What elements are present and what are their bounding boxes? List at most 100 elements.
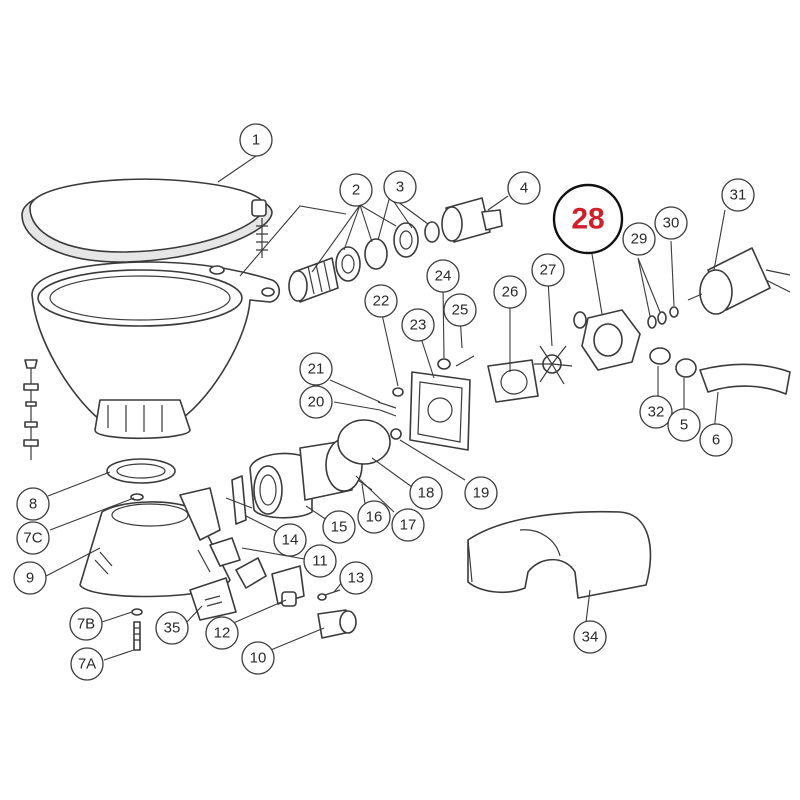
part-washer-19b bbox=[390, 428, 402, 440]
svg-text:6: 6 bbox=[712, 432, 720, 449]
part-fitting-4 bbox=[441, 197, 503, 243]
callout-24: 24 bbox=[426, 259, 460, 293]
callout-13: 13 bbox=[339, 561, 373, 595]
callout-15: 15 bbox=[322, 510, 356, 544]
part-washer-30 bbox=[669, 306, 679, 318]
part-cap-10 bbox=[317, 609, 357, 639]
callout-2: 2 bbox=[339, 173, 373, 207]
callout-6: 6 bbox=[699, 423, 733, 457]
svg-text:29: 29 bbox=[631, 231, 648, 248]
part-impeller-27 bbox=[534, 345, 573, 385]
svg-text:4: 4 bbox=[520, 180, 528, 197]
callout-11: 11 bbox=[303, 544, 337, 578]
callout-1: 1 bbox=[239, 123, 273, 157]
svg-text:34: 34 bbox=[582, 629, 599, 646]
callout-35: 35 bbox=[155, 611, 189, 645]
callout-21: 21 bbox=[299, 352, 333, 386]
part-clamp-5 bbox=[675, 358, 697, 378]
svg-text:3: 3 bbox=[396, 179, 404, 196]
part-screws-20-21 bbox=[377, 401, 397, 417]
svg-text:26: 26 bbox=[502, 284, 519, 301]
part-housing-15 bbox=[249, 438, 363, 519]
svg-text:7B: 7B bbox=[77, 616, 95, 633]
part-gasket-19 bbox=[337, 419, 391, 465]
callout-30: 30 bbox=[654, 206, 688, 240]
callout-16: 16 bbox=[357, 500, 391, 534]
part-fittings-2-3 bbox=[288, 221, 440, 303]
part-motor-31 bbox=[687, 247, 791, 315]
leader-lines bbox=[45, 155, 726, 661]
part-washer-29a bbox=[647, 315, 657, 329]
svg-text:7C: 7C bbox=[23, 530, 42, 547]
svg-text:28: 28 bbox=[571, 203, 604, 236]
callout-20: 20 bbox=[299, 385, 333, 419]
callout-31: 31 bbox=[721, 178, 755, 212]
svg-text:17: 17 bbox=[400, 517, 417, 534]
callout-12: 12 bbox=[205, 616, 239, 650]
callout-32: 32 bbox=[639, 395, 673, 429]
part-lid bbox=[21, 178, 273, 263]
part-washer-22 bbox=[392, 387, 404, 397]
svg-text:35: 35 bbox=[164, 620, 181, 637]
part-gasket-8 bbox=[106, 458, 176, 484]
part-plate-23 bbox=[409, 371, 471, 451]
part-washer-7c bbox=[130, 493, 144, 501]
part-bowl bbox=[31, 261, 281, 440]
part-cover-34 bbox=[467, 510, 652, 599]
svg-text:12: 12 bbox=[214, 625, 231, 642]
callout-7c: 7C bbox=[16, 521, 50, 555]
part-valve-14 bbox=[179, 475, 253, 541]
svg-text:22: 22 bbox=[373, 293, 390, 310]
callout-23: 23 bbox=[401, 308, 435, 342]
svg-text:20: 20 bbox=[308, 394, 325, 411]
svg-text:18: 18 bbox=[418, 485, 435, 502]
svg-text:11: 11 bbox=[312, 553, 328, 570]
callout-7a: 7A bbox=[70, 647, 104, 681]
part-coupling-32 bbox=[649, 347, 671, 365]
callout-10: 10 bbox=[241, 641, 275, 675]
callout-29: 29 bbox=[622, 222, 656, 256]
callout-5: 5 bbox=[667, 408, 701, 442]
callout-9: 9 bbox=[13, 561, 47, 595]
svg-text:13: 13 bbox=[348, 570, 365, 587]
callout-4: 4 bbox=[507, 171, 541, 205]
svg-text:32: 32 bbox=[648, 404, 665, 421]
part-oring-24 bbox=[437, 358, 451, 370]
callout-22: 22 bbox=[364, 284, 398, 318]
part-washer-29b bbox=[657, 311, 667, 325]
svg-text:21: 21 bbox=[308, 361, 325, 378]
callout-8: 8 bbox=[16, 487, 50, 521]
svg-text:27: 27 bbox=[540, 262, 557, 279]
part-screw-7a bbox=[133, 621, 141, 651]
callout-17: 17 bbox=[391, 508, 425, 542]
svg-text:19: 19 bbox=[473, 485, 490, 502]
svg-text:31: 31 bbox=[730, 187, 747, 204]
part-gasket-26 bbox=[487, 359, 539, 403]
callout-19: 19 bbox=[464, 476, 498, 510]
svg-text:30: 30 bbox=[663, 215, 680, 232]
part-washer-7b bbox=[131, 608, 143, 616]
svg-text:25: 25 bbox=[452, 302, 469, 319]
svg-text:15: 15 bbox=[331, 519, 348, 536]
svg-text:7A: 7A bbox=[78, 656, 96, 673]
callout-14: 14 bbox=[273, 523, 307, 557]
svg-text:23: 23 bbox=[410, 317, 427, 334]
svg-text:1: 1 bbox=[252, 132, 260, 149]
svg-text:16: 16 bbox=[366, 509, 383, 526]
part-elbow-11 bbox=[209, 537, 241, 567]
callout-7b: 7B bbox=[69, 607, 103, 641]
part-bolt-stack bbox=[23, 359, 39, 460]
part-pump-body-28 bbox=[573, 309, 641, 371]
callout-25: 25 bbox=[443, 293, 477, 327]
svg-text:5: 5 bbox=[680, 417, 688, 434]
callout-26: 26 bbox=[493, 275, 527, 309]
svg-text:8: 8 bbox=[29, 496, 37, 513]
part-hose-6 bbox=[699, 363, 791, 395]
svg-text:9: 9 bbox=[26, 570, 34, 587]
part-outlet-12 bbox=[271, 565, 305, 607]
callout-3: 3 bbox=[383, 170, 417, 204]
part-pad-35 bbox=[189, 577, 237, 621]
part-joker-valve bbox=[235, 557, 267, 589]
